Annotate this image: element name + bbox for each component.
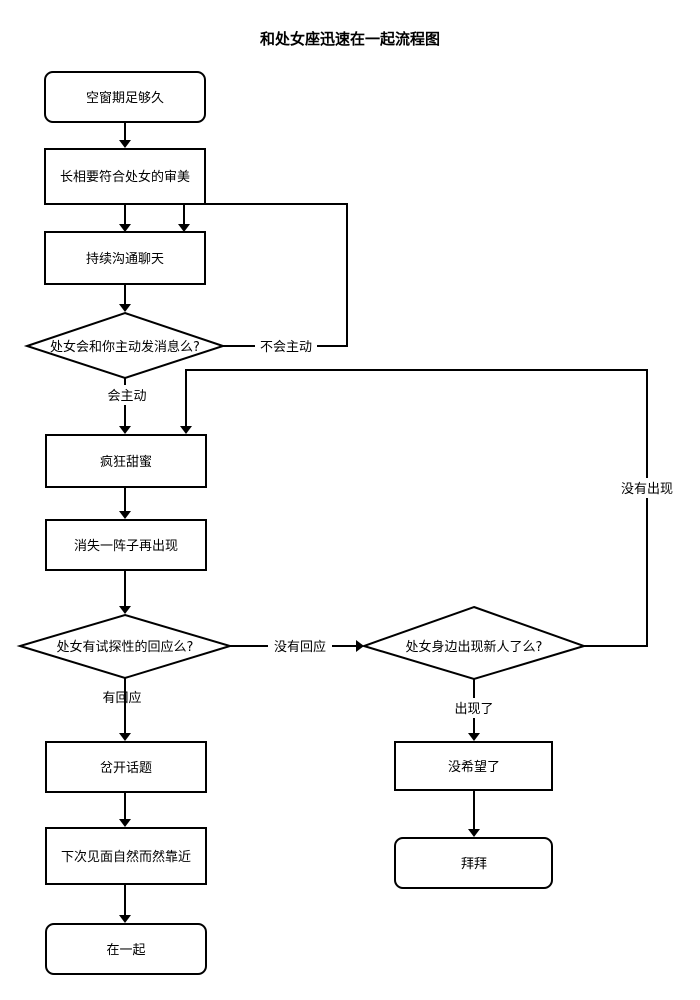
decision-newperson: 处女身边出现新人了么? [360,605,588,681]
node-start-label: 空窗期足够久 [86,90,164,106]
node-together-label: 在一起 [106,943,145,958]
node-together: 在一起 [45,923,207,975]
edge-no-newperson-loop [185,369,648,647]
decision-initiative: 处女会和你主动发消息么? [23,311,227,380]
arrowhead [468,829,480,837]
arrowhead [356,640,364,652]
node-looks: 长相要符合处女的审美 [44,148,206,205]
edge-no-initiative-loop [183,203,348,347]
decision-newperson-label: 处女身边出现新人了么? [406,639,543,655]
arrowhead [119,224,131,232]
node-approach-label: 下次见面自然而然靠近 [61,849,191,865]
node-sweet: 疯狂甜蜜 [45,434,207,488]
edge-label-has-response: 有回应 [102,690,141,706]
edge-label-newperson: 出现了 [454,702,493,717]
decision-initiative-label: 处女会和你主动发消息么? [50,339,200,355]
arrowhead [180,426,192,434]
edge-label-no-response: 没有回应 [274,639,326,655]
node-disappear-label: 消失一阵子再出现 [74,539,178,554]
node-topic-label: 岔开话题 [100,761,152,776]
node-hopeless-label: 没希望了 [448,759,500,775]
arrowhead [178,224,190,232]
node-chat-label: 持续沟通聊天 [86,252,164,267]
arrowhead [468,733,480,741]
arrowhead [119,606,131,614]
node-hopeless: 没希望了 [394,741,553,791]
arrowhead [119,304,131,312]
arrowhead [119,511,131,519]
arrowhead [119,733,131,741]
arrowhead [119,426,131,434]
node-start: 空窗期足够久 [44,71,206,123]
node-disappear: 消失一阵子再出现 [45,519,207,571]
node-sweet-label: 疯狂甜蜜 [100,454,152,470]
node-chat: 持续沟通聊天 [44,231,206,285]
decision-response-label: 处女有试探性的回应么? [57,639,194,655]
node-bye: 拜拜 [394,837,553,889]
edge-label-no-newperson: 没有出现 [621,482,673,497]
node-bye-label: 拜拜 [461,857,487,872]
arrowhead [119,819,131,827]
arrowhead [119,140,131,148]
node-topic: 岔开话题 [45,741,207,793]
decision-response: 处女有试探性的回应么? [16,613,234,680]
node-looks-label: 长相要符合处女的审美 [60,169,190,185]
diagram-title: 和处女座迅速在一起流程图 [260,30,440,48]
arrowhead [119,915,131,923]
node-approach: 下次见面自然而然靠近 [45,827,207,885]
edge-label-not-initiative: 不会主动 [260,340,312,355]
edge-label-initiative: 会主动 [107,389,146,404]
